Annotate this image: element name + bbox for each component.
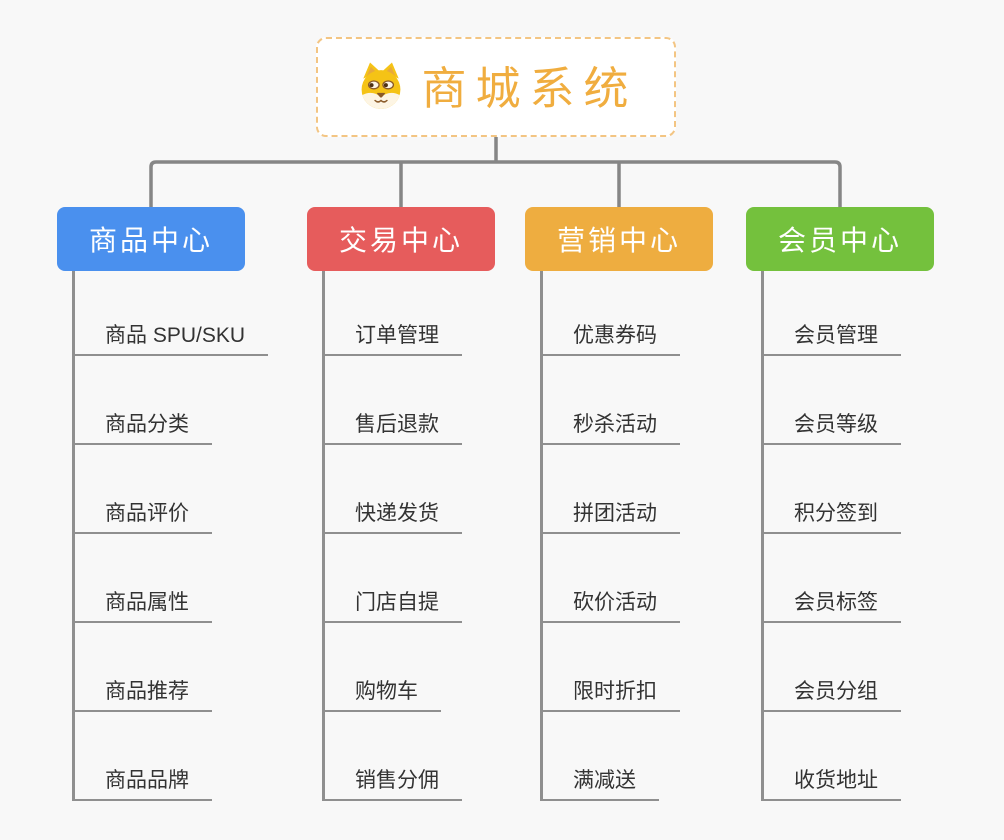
tree-item[interactable]: 限时折扣 (540, 678, 680, 712)
tree-item[interactable]: 秒杀活动 (540, 411, 680, 445)
tree-item[interactable]: 商品品牌 (72, 767, 212, 801)
branch-header[interactable]: 会员中心 (746, 207, 934, 271)
branch-0: 商品中心 商品 SPU/SKU 商品分类商品评价商品属性商品推荐商品品牌 (57, 207, 307, 807)
tree-item[interactable]: 优惠券码 (540, 322, 680, 356)
tree-item[interactable]: 门店自提 (322, 589, 462, 623)
branch-1: 交易中心 订单管理售后退款快递发货门店自提购物车销售分佣 (307, 207, 557, 807)
branch-header[interactable]: 交易中心 (307, 207, 495, 271)
tree-item[interactable]: 会员等级 (761, 411, 901, 445)
tree-item[interactable]: 满减送 (540, 767, 659, 801)
dog-face-icon (362, 62, 401, 109)
branch-header[interactable]: 营销中心 (525, 207, 713, 271)
tree-item[interactable]: 商品分类 (72, 411, 212, 445)
tree-item[interactable]: 售后退款 (322, 411, 462, 445)
tree-item[interactable]: 商品 SPU/SKU (72, 322, 269, 356)
branch-header[interactable]: 商品中心 (57, 207, 245, 271)
branch-rail-line (149, 160, 842, 207)
branch-spine-line (72, 271, 75, 801)
branch-spine-line (761, 271, 764, 801)
tree-item[interactable]: 会员管理 (761, 322, 901, 356)
tree-item[interactable]: 商品评价 (72, 500, 212, 534)
branch-spine-line (540, 271, 543, 801)
tree-item[interactable]: 收货地址 (761, 767, 901, 801)
tree-item[interactable]: 砍价活动 (540, 589, 680, 623)
tree-item[interactable]: 积分签到 (761, 500, 901, 534)
tree-item[interactable]: 销售分佣 (322, 767, 462, 801)
tree-item[interactable]: 会员分组 (761, 678, 901, 712)
root-title: 商城系统 (421, 62, 638, 114)
tree-item[interactable]: 订单管理 (322, 322, 462, 356)
tree-item[interactable]: 拼团活动 (540, 500, 680, 534)
branch-2: 营销中心 优惠券码秒杀活动拼团活动砍价活动限时折扣满减送 (525, 207, 775, 807)
branch-3: 会员中心 会员管理会员等级积分签到会员标签会员分组收货地址 (746, 207, 996, 807)
root-node[interactable]: 商城系统 (316, 37, 676, 137)
branch-spine-line (322, 271, 325, 801)
tree-item[interactable]: 会员标签 (761, 589, 901, 623)
tree-item[interactable]: 商品推荐 (72, 678, 212, 712)
tree-item[interactable]: 快递发货 (322, 500, 462, 534)
tree-item[interactable]: 购物车 (322, 678, 441, 712)
tree-item[interactable]: 商品属性 (72, 589, 212, 623)
